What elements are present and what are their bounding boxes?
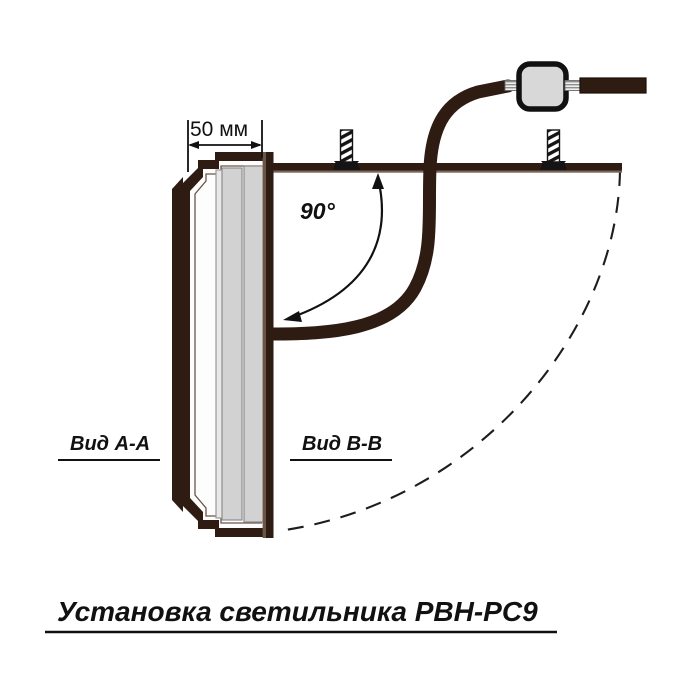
fixture-body-panel-a: [221, 167, 243, 521]
screw-right: [540, 129, 567, 170]
fixture-back-plate-shade: [262, 152, 266, 538]
screw-left: [333, 129, 360, 170]
angle-arrowhead-top: [372, 173, 384, 189]
swing-arc: [284, 169, 622, 532]
fixture-back-plate: [266, 152, 274, 538]
angle-arc: [289, 177, 384, 320]
view-label-left-group: Вид А-А: [58, 433, 160, 461]
view-label-left: Вид А-А: [70, 433, 150, 455]
page-title: Установка светильника РВН-РС9: [57, 596, 538, 627]
connector-box: [516, 61, 569, 112]
angle-label: 90°: [300, 198, 336, 224]
view-label-right-group: Вид В-В: [290, 433, 392, 461]
cable-stub-right: [564, 77, 647, 94]
title-group: Установка светильника РВН-РС9: [45, 596, 557, 634]
view-label-right: Вид В-В: [302, 433, 382, 455]
angle-arrowhead-bottom: [283, 311, 302, 322]
dimension-50mm: 50 мм: [187, 118, 263, 172]
angle-indicator: 90°: [283, 173, 384, 322]
fixture-section: [172, 152, 274, 538]
dimension-arrowhead-left: [188, 141, 199, 149]
dimension-label: 50 мм: [190, 118, 248, 141]
dimension-arrowhead-right: [251, 141, 262, 149]
wall-line: [256, 163, 622, 173]
